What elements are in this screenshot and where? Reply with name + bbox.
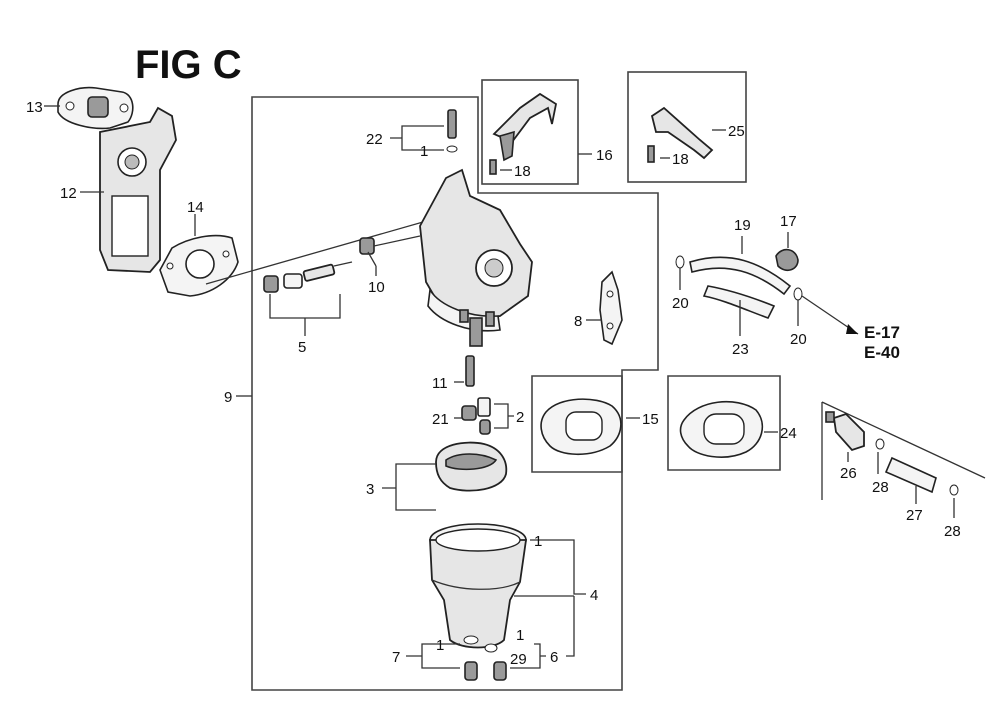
callout-1-bowl: 1 [534, 533, 542, 550]
insulator-gasket-part [57, 86, 134, 130]
carburetor-body-part [419, 168, 533, 347]
callout-1-washer: 1 [420, 143, 428, 160]
float-needle-part [461, 355, 491, 435]
callout-10: 10 [368, 279, 385, 296]
callout-14: 14 [187, 199, 204, 216]
callout-1-screw: 1 [516, 627, 524, 644]
callout-7: 7 [392, 649, 400, 666]
callout-11: 11 [432, 375, 448, 392]
cross-reference-e40: E-40 [864, 343, 900, 362]
callout-9: 9 [224, 389, 232, 406]
fuel-valve-guide-line [821, 401, 986, 479]
callout-28-lower: 28 [944, 523, 961, 540]
carburetor-gasket-part [159, 234, 239, 297]
callout-21: 21 [432, 411, 449, 428]
throttle-lever-part [647, 106, 714, 163]
choke-screw-part [446, 109, 458, 153]
callout-13: 13 [26, 99, 43, 116]
callout-17: 17 [780, 213, 797, 230]
float-bowl-part [429, 523, 528, 649]
callout-25: 25 [728, 123, 745, 140]
callout-29: 29 [510, 651, 527, 668]
callout-8: 8 [574, 313, 582, 330]
callout-24: 24 [780, 425, 797, 442]
callout-27: 27 [906, 507, 923, 524]
throttle-lever-box [627, 71, 747, 183]
callout-19: 19 [734, 217, 751, 234]
callout-23: 23 [732, 341, 749, 358]
callout-5: 5 [298, 339, 306, 356]
gasket-15-box [531, 375, 623, 473]
choke-lever-part [489, 92, 558, 175]
callout-12: 12 [60, 185, 77, 202]
fuel-tube-part [675, 255, 803, 319]
callout-20-upper: 20 [672, 295, 689, 312]
choke-lever-box [481, 79, 579, 185]
drain-bolt-part [463, 635, 507, 681]
callout-26: 26 [840, 465, 857, 482]
tube-clip-part [775, 248, 799, 272]
gasket-24-box [667, 375, 781, 471]
callout-18-throttle: 18 [672, 151, 689, 168]
main-jet-part [359, 235, 421, 255]
fuel-tube-short-part [884, 456, 959, 496]
callout-18-choke: 18 [514, 163, 531, 180]
elbow-gasket-part [679, 400, 764, 458]
callout-4: 4 [590, 587, 598, 604]
callout-6: 6 [550, 649, 558, 666]
callout-28-upper: 28 [872, 479, 889, 496]
fuel-strainer-part [825, 411, 885, 452]
cross-reference-e17: E-17 [864, 323, 900, 342]
callout-16: 16 [596, 147, 613, 164]
callout-20-lower: 20 [790, 331, 807, 348]
callout-1-drain: 1 [436, 637, 444, 654]
callout-3: 3 [366, 481, 374, 498]
figure-title: FIG C [135, 43, 242, 87]
float-gasket-part [435, 441, 508, 492]
air-cleaner-gasket-part [540, 398, 622, 456]
carburetor-assembly-box [251, 96, 659, 691]
callout-2: 2 [516, 409, 524, 426]
float-part [599, 270, 623, 346]
callout-22: 22 [366, 131, 383, 148]
mounting-bracket-part [99, 106, 177, 273]
pilot-screw-set-part [263, 261, 353, 293]
callout-15: 15 [642, 411, 659, 428]
